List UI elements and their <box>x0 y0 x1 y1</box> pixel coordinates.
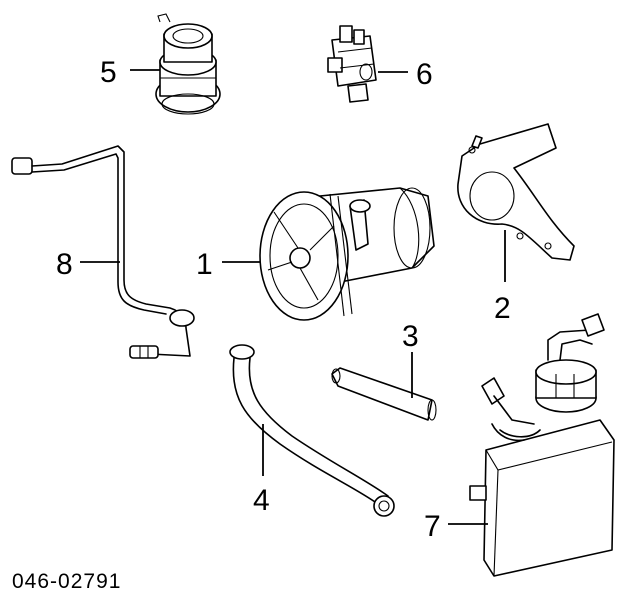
callout-4: 4 <box>253 484 270 517</box>
callout-1: 1 <box>196 248 213 281</box>
part-6-solenoid <box>327 25 377 103</box>
callout-5: 5 <box>100 56 117 89</box>
part-3-pipe <box>331 367 437 421</box>
callout-8: 8 <box>56 248 73 281</box>
part-8-air-tube <box>11 145 195 359</box>
part-7-canister <box>469 313 615 577</box>
part-1-air-pump <box>259 187 435 321</box>
part-2-bracket <box>457 123 575 261</box>
callout-6: 6 <box>416 58 433 91</box>
callout-3: 3 <box>402 320 419 353</box>
part-4-hose <box>229 344 395 517</box>
diagram-code: 046-02791 <box>12 570 121 593</box>
part-5-valve <box>155 13 221 115</box>
callout-2: 2 <box>494 292 511 325</box>
callout-7: 7 <box>424 510 441 543</box>
